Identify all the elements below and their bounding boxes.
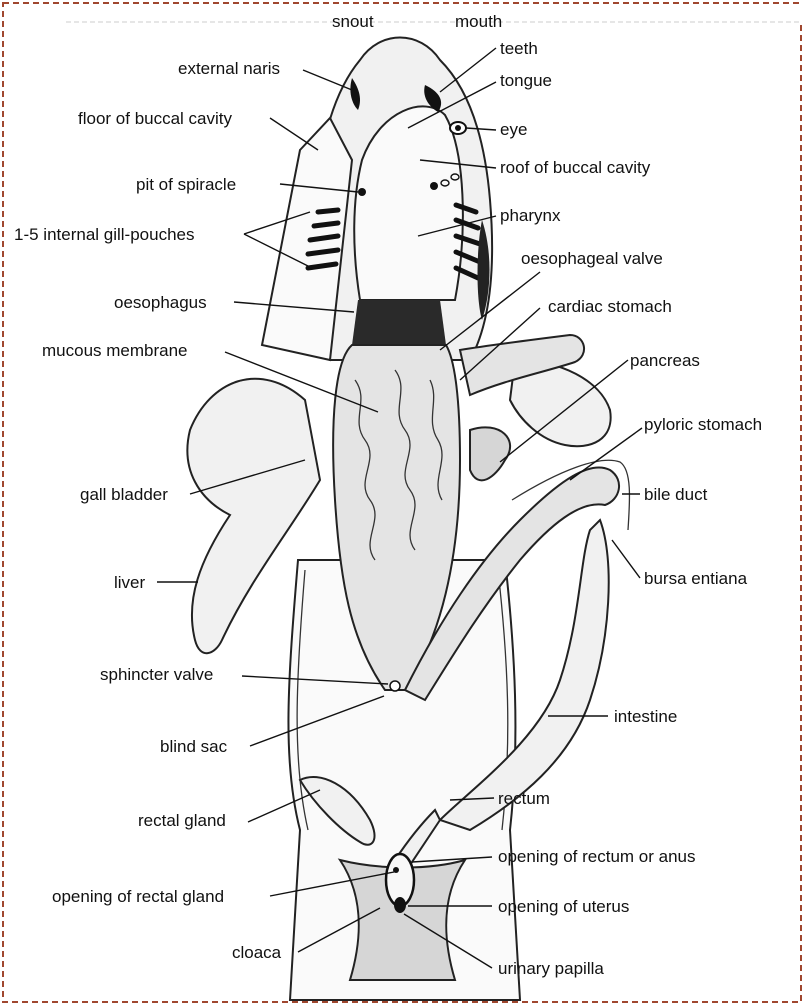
label-rectal-gland: rectal gland	[138, 811, 226, 830]
label-mucous-membrane: mucous membrane	[42, 341, 188, 360]
label-rectum: rectum	[498, 789, 550, 808]
label-bursa-entiana: bursa entiana	[644, 569, 748, 588]
label-cloaca: cloaca	[232, 943, 282, 962]
label-oesophagus: oesophagus	[114, 293, 207, 312]
label-blind-sac: blind sac	[160, 737, 228, 756]
label-eye: eye	[500, 120, 527, 139]
opening-of-uterus-mark	[394, 897, 406, 913]
oesophagus-folds	[352, 300, 446, 345]
label-roof-of-buccal-cavity: roof of buccal cavity	[500, 158, 651, 177]
label-bile-duct: bile duct	[644, 485, 708, 504]
gill-pouch-left-2	[314, 223, 338, 226]
label-opening-of-rectal-gland: opening of rectal gland	[52, 887, 224, 906]
leader-external-naris	[303, 70, 352, 90]
label-pyloric-stomach: pyloric stomach	[644, 415, 762, 434]
label-external-naris: external naris	[178, 59, 280, 78]
label-liver: liver	[114, 573, 146, 592]
leader-floor-of-buccal-cavity	[270, 118, 318, 150]
label-pharynx: pharynx	[500, 206, 561, 225]
pancreas	[470, 427, 510, 480]
label-tongue: tongue	[500, 71, 552, 90]
gill-pouch-left-1	[318, 210, 338, 212]
label-oesophageal-valve: oesophageal valve	[521, 249, 663, 268]
label-pit-of-spiracle: pit of spiracle	[136, 175, 236, 194]
label-floor-of-buccal-cavity: floor of buccal cavity	[78, 109, 233, 128]
label-cardiac-stomach: cardiac stomach	[548, 297, 672, 316]
label-internal-gill-pouches: 1-5 internal gill-pouches	[14, 225, 195, 244]
label-urinary-papilla: urinary papilla	[498, 959, 604, 978]
label-intestine: intestine	[614, 707, 677, 726]
sphincter-valve-dot	[390, 681, 400, 691]
leader-bursa-entiana	[612, 540, 640, 578]
label-teeth: teeth	[500, 39, 538, 58]
top-crop-band	[66, 4, 802, 22]
label-sphincter-valve: sphincter valve	[100, 665, 213, 684]
pit-of-spiracle-right	[430, 182, 438, 190]
pit-of-spiracle-left	[358, 188, 366, 196]
label-snout: snout	[332, 12, 374, 31]
label-opening-of-uterus: opening of uterus	[498, 897, 629, 916]
label-mouth: mouth	[455, 12, 502, 31]
label-opening-of-rectum-or-anus: opening of rectum or anus	[498, 847, 696, 866]
label-gall-bladder: gall bladder	[80, 485, 168, 504]
eye-pupil	[455, 125, 461, 131]
label-pancreas: pancreas	[630, 351, 700, 370]
